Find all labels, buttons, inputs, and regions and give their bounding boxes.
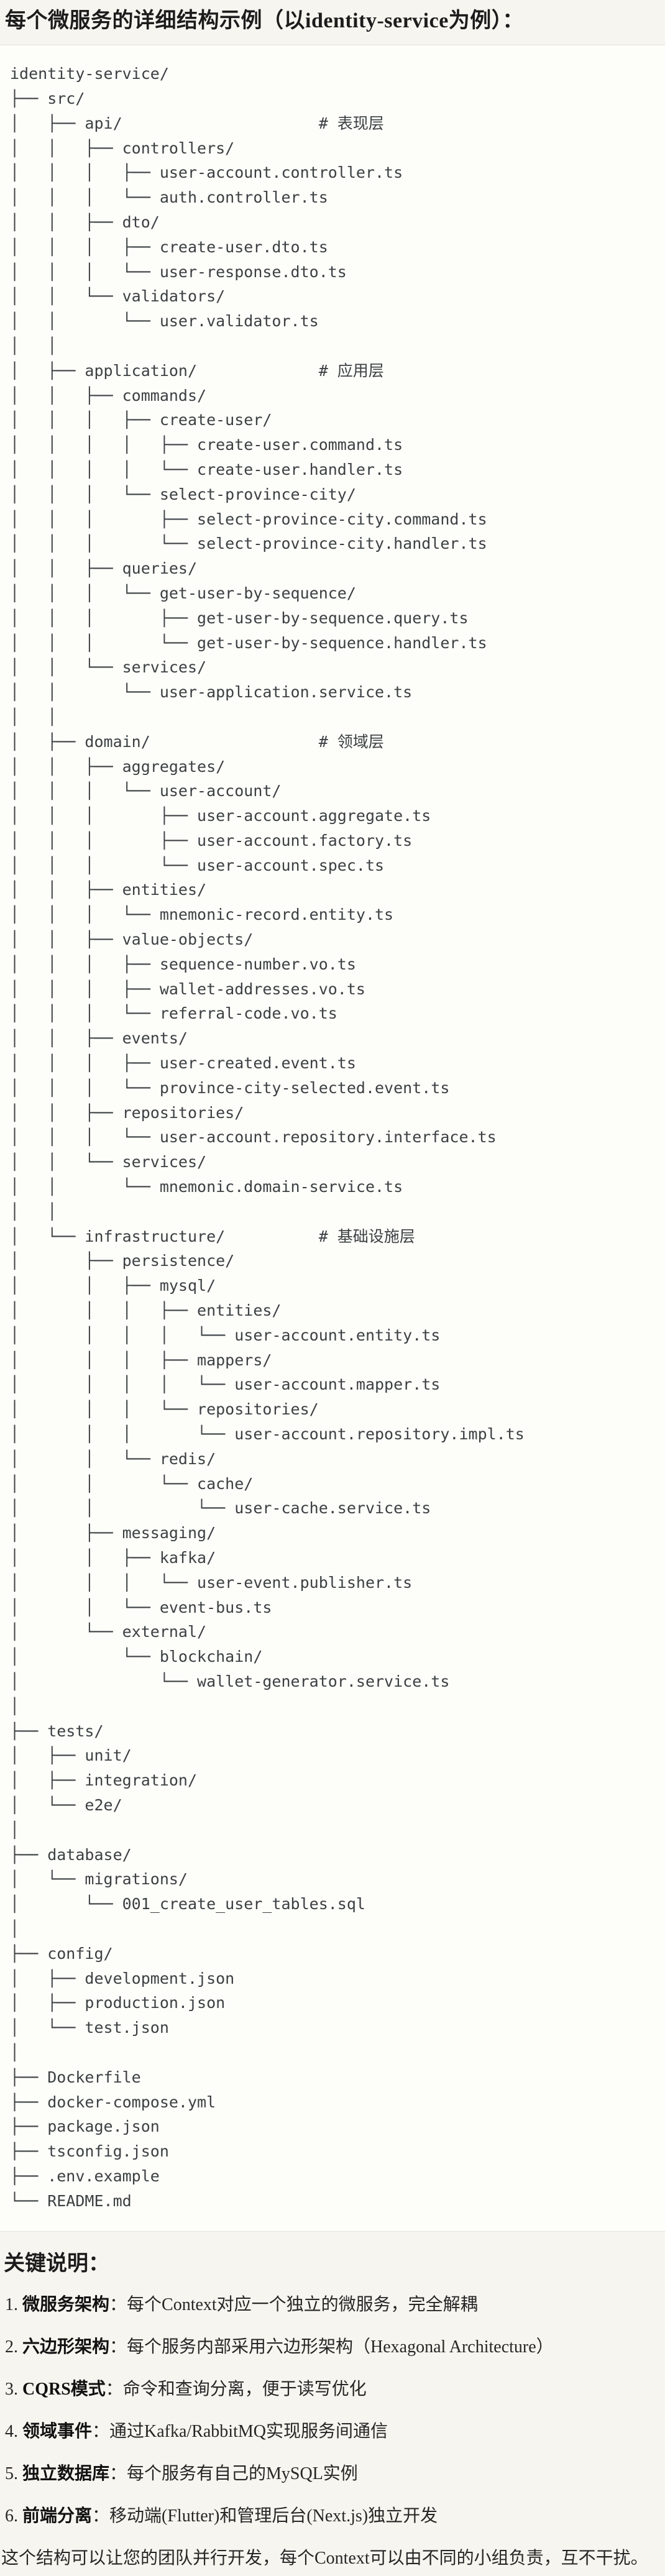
- key-notes-heading: 关键说明：: [4, 2252, 109, 2275]
- key-point-number: 3.: [5, 2379, 18, 2399]
- key-point-term: 领域事件: [22, 2421, 93, 2441]
- key-point-item: 3.CQRS模式：命令和查询分离，便于读写优化: [5, 2378, 665, 2400]
- key-point-term: 前端分离: [22, 2506, 93, 2526]
- key-point-term: 微服务架构: [22, 2294, 110, 2314]
- key-point-item: 5.独立数据库：每个服务有自己的MySQL实例: [5, 2463, 665, 2485]
- key-point-description: ：每个服务有自己的MySQL实例: [109, 2464, 358, 2483]
- key-point-term: CQRS模式: [22, 2379, 106, 2399]
- page-title: 每个微服务的详细结构示例（以identity-service为例）：: [5, 9, 524, 32]
- document-page: 每个微服务的详细结构示例（以identity-service为例）： ident…: [0, 7, 665, 2570]
- key-point-description: ：通过Kafka/RabbitMQ实现服务间通信: [92, 2421, 388, 2441]
- key-point-item: 1.微服务架构：每个Context对应一个独立的微服务，完全解耦: [5, 2294, 665, 2316]
- key-point-description: ：命令和查询分离，便于读写优化: [105, 2379, 367, 2399]
- key-point-description: ：移动端(Flutter)和管理后台(Next.js)独立开发: [92, 2506, 438, 2526]
- file-tree-code-block: identity-service/ ├── src/ │ ├── api/ # …: [0, 45, 665, 2232]
- key-point-number: 1.: [5, 2294, 18, 2314]
- key-point-term: 六边形架构: [22, 2337, 110, 2357]
- key-point-item: 4.领域事件：通过Kafka/RabbitMQ实现服务间通信: [5, 2421, 665, 2442]
- key-point-number: 2.: [5, 2337, 18, 2357]
- key-points-list: 1.微服务架构：每个Context对应一个独立的微服务，完全解耦 2.六边形架构…: [0, 2294, 665, 2527]
- key-point-number: 5.: [5, 2464, 18, 2483]
- key-point-description: ：每个Context对应一个独立的微服务，完全解耦: [109, 2294, 478, 2314]
- key-point-item: 6.前端分离：移动端(Flutter)和管理后台(Next.js)独立开发: [5, 2505, 665, 2527]
- key-point-item: 2.六边形架构：每个服务内部采用六边形架构（Hexagonal Architec…: [5, 2336, 665, 2358]
- file-tree: identity-service/ ├── src/ │ ├── api/ # …: [10, 65, 525, 2210]
- key-point-description: ：每个服务内部采用六边形架构（Hexagonal Architecture）: [109, 2337, 554, 2357]
- key-point-number: 4.: [5, 2421, 18, 2441]
- key-point-term: 独立数据库: [22, 2464, 110, 2483]
- key-point-number: 6.: [5, 2506, 18, 2526]
